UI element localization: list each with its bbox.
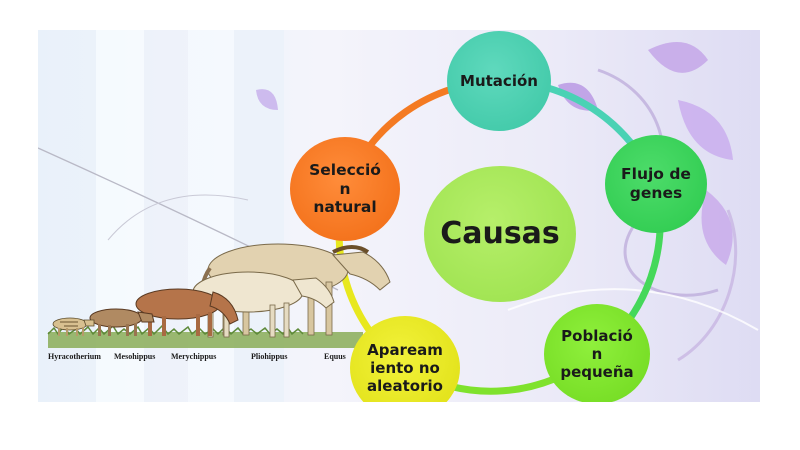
node-causas-center: Causas [424,166,576,302]
floral-swirl [677,209,738,362]
node-flujo-de-genes: Flujo de genes [605,135,707,233]
floral-leaf [648,42,708,73]
node-poblacion-line: n [591,344,603,363]
node-flujo-line: genes [629,184,683,202]
horse-label-hyracotherium: Hyracotherium [48,352,101,361]
horse-hyracotherium [52,317,95,336]
node-seleccion-line: Selecció [309,160,381,179]
node-apareamiento-line: iento no [370,358,440,377]
horse-mesohippus [89,308,155,336]
node-mutacion: Mutación [447,31,551,131]
node-poblacion-line: pequeña [560,363,634,382]
node-mutacion-line: Mutación [460,71,538,90]
node-poblacion-line: Població [561,326,633,345]
horse-label-equus: Equus [324,352,346,361]
bg-line [507,288,759,331]
node-apareamiento-line: aleatorio [367,377,443,396]
horse-evolution-image [47,243,391,348]
node-apareamiento-no-aleatorio: Apaream iento no aleatorio [350,316,460,402]
horse-label-pliohippus: Pliohippus [251,352,288,361]
floral-leaf [256,89,278,110]
horse-label-mesohippus: Mesohippus [114,352,156,361]
slide: Hyracotherium Mesohippus Merychippus Pli… [38,30,760,402]
grass-tufts [47,324,304,336]
node-flujo-line: Flujo de [621,165,691,184]
node-seleccion-natural: Selecció n natural [290,137,400,241]
floral-leaf [701,190,733,265]
horse-label-merychippus: Merychippus [171,352,217,361]
bg-line [107,194,249,241]
horse-merychippus [135,288,239,336]
node-seleccion-line: n [339,179,351,198]
center-label: Causas [440,215,560,251]
node-apareamiento-line: Apaream [367,340,443,359]
node-seleccion-line: natural [313,198,377,217]
node-poblacion-pequena: Població n pequeña [544,304,650,402]
floral-leaf [678,100,733,160]
